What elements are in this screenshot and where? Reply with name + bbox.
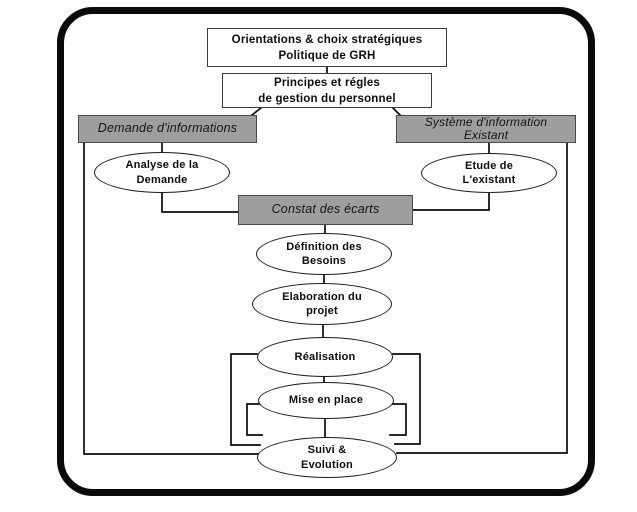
node-demande-label: Demande d'informations <box>97 121 238 136</box>
node-elaboration-line1: Elaboration du <box>282 290 362 303</box>
outer-rounded-frame <box>57 7 595 496</box>
node-mise-ellipse: Mise en place <box>258 382 394 419</box>
node-realisation-label: Réalisation <box>294 350 356 363</box>
node-definition-line2: Besoins <box>301 255 347 267</box>
node-realisation-ellipse: Réalisation <box>257 337 393 377</box>
node-orientations-line2: Politique de GRH <box>278 49 376 62</box>
node-principes-line2: de gestion du personnel <box>258 92 396 105</box>
node-mise-label: Mise en place <box>288 394 364 407</box>
node-definition-ellipse: Définition des Besoins <box>256 233 392 275</box>
node-systeme-line1: Système d'information <box>424 114 548 129</box>
node-principes-line1: Principes et régles <box>273 76 381 89</box>
node-definition-line1: Définition des <box>286 240 362 253</box>
node-principes-box: Principes et régles de gestion du person… <box>222 73 432 108</box>
node-constat-label: Constat des écarts <box>271 202 380 217</box>
node-systeme-line2: Existant <box>463 128 509 142</box>
node-analyse-line1: Analyse de la <box>125 159 199 171</box>
node-orientations-line1: Orientations & choix stratégiques <box>231 33 423 46</box>
node-etude-line2: L'existant <box>462 174 516 186</box>
node-suivi-line2: Evolution <box>301 458 353 471</box>
node-analyse-ellipse: Analyse de la Demande <box>94 152 230 193</box>
node-constat-bar: Constat des écarts <box>238 195 413 225</box>
node-etude-line1: Etude de <box>464 159 514 172</box>
node-elaboration-line2: projet <box>306 305 338 317</box>
node-orientations-box: Orientations & choix stratégiques Politi… <box>207 28 447 67</box>
node-suivi-line1: Suivi & <box>307 444 347 456</box>
node-suivi-ellipse: Suivi & Evolution <box>257 437 397 478</box>
node-analyse-line2: Demande <box>136 173 188 186</box>
node-etude-ellipse: Etude de L'existant <box>421 153 557 193</box>
node-demande-bar: Demande d'informations <box>78 115 257 143</box>
node-systeme-bar: Système d'information Existant <box>396 115 576 143</box>
node-elaboration-ellipse: Elaboration du projet <box>252 283 392 325</box>
